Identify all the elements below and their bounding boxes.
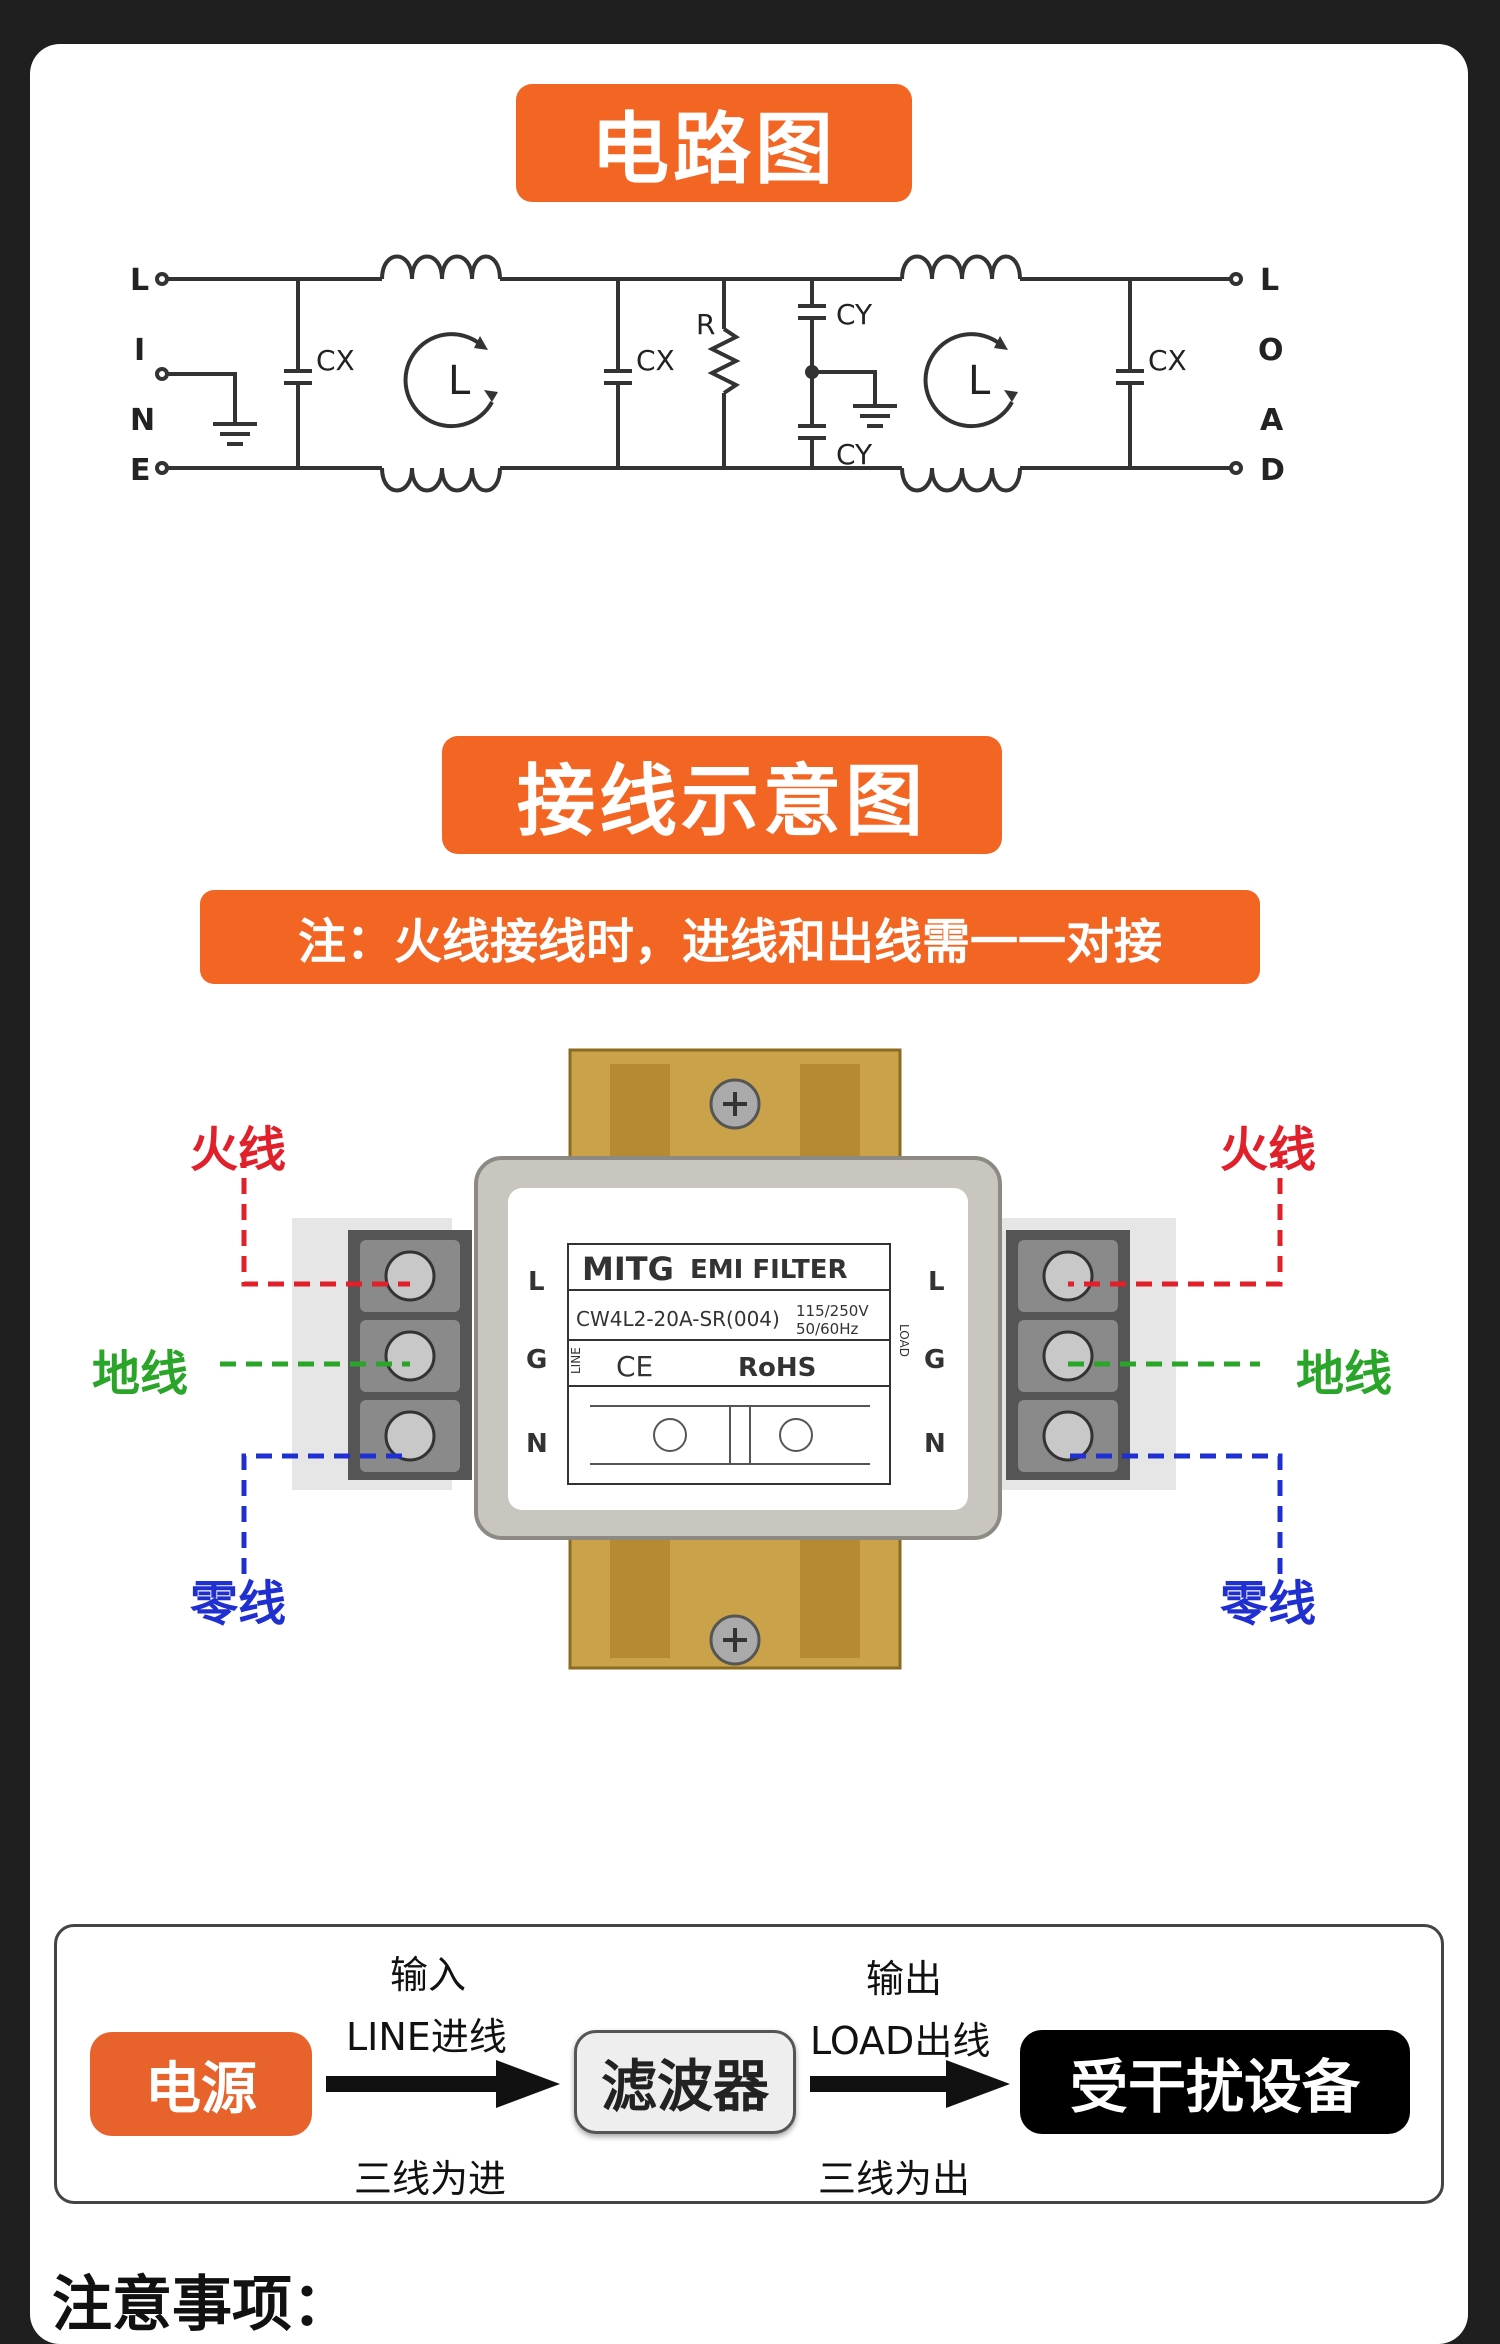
cy-label-bottom: CY — [836, 438, 873, 471]
load-letter-D: D — [1260, 453, 1285, 488]
flow-arrows — [326, 2060, 1010, 2108]
right-neutral-wire — [1068, 1453, 1283, 1574]
right-terminal-N: N — [924, 1429, 946, 1459]
freq-label: 50/60Hz — [796, 1320, 859, 1338]
live-label-right: 火线 — [1220, 1122, 1317, 1178]
notes-heading: 注意事项： — [52, 2270, 352, 2340]
output-load-label: LOAD出线 — [810, 2019, 991, 2063]
input-label: 输入 — [390, 1953, 467, 1997]
line-letter-I: I — [134, 333, 145, 368]
ground-label-right: 地线 — [1296, 1346, 1393, 1402]
type-label: EMI FILTER — [690, 1255, 848, 1285]
cx-label-2: CX — [636, 344, 675, 377]
left-neutral-wire — [241, 1453, 410, 1574]
input-three-wire-label: 三线为进 — [354, 2157, 507, 2201]
circuit-diagram: L I N E L O A D CX CX CX R CY CY L L — [130, 254, 1285, 493]
circuit-diagram-title: 电路图 — [516, 84, 912, 202]
brand-label: MITG — [582, 1250, 674, 1288]
load-letter-O: O — [1258, 333, 1284, 368]
right-terminal-block — [1006, 1230, 1130, 1480]
wiring-diagram-title: 接线示意图 — [442, 736, 1002, 854]
cx-label-3: CX — [1148, 344, 1187, 377]
voltage-label: 115/250V — [796, 1302, 869, 1320]
ce-mark: CE — [616, 1350, 653, 1383]
right-live-wire — [1068, 1152, 1283, 1287]
left-terminal-N: N — [526, 1429, 548, 1459]
right-terminal-L: L — [928, 1267, 945, 1297]
flow-diagram-box — [54, 1924, 1444, 2204]
line-letter-N: N — [130, 403, 155, 438]
rohs-mark: RoHS — [738, 1353, 816, 1383]
filter-illustration: MITG EMI FILTER CW4L2-20A-SR(004) 115/25… — [220, 1048, 1283, 1670]
filter-box: 滤波器 — [574, 2030, 796, 2134]
load-tag: LOAD — [897, 1324, 911, 1357]
left-terminal-L: L — [528, 1267, 545, 1297]
line-letter-L: L — [130, 263, 149, 298]
power-source-box: 电源 — [90, 2032, 312, 2136]
ground-label-left: 地线 — [92, 1346, 189, 1402]
content-card: 电路图 — [30, 44, 1468, 2344]
inductor-label-2: L — [968, 358, 991, 404]
load-letter-L: L — [1260, 263, 1279, 298]
left-terminal-G: G — [526, 1345, 547, 1375]
live-label-left: 火线 — [190, 1122, 287, 1178]
output-label: 输出 — [866, 1957, 943, 2001]
output-three-wire-label: 三线为出 — [818, 2157, 971, 2201]
wiring-note-banner: 注：火线接线时，进线和出线需一一对接 — [200, 890, 1260, 984]
r-label: R — [696, 308, 715, 341]
model-label: CW4L2-20A-SR(004) — [576, 1307, 780, 1331]
disturbed-device-box: 受干扰设备 — [1020, 2030, 1410, 2134]
left-live-wire — [241, 1152, 410, 1287]
neutral-label-left: 零线 — [190, 1576, 287, 1632]
neutral-label-right: 零线 — [1220, 1576, 1317, 1632]
line-tag: LINE — [569, 1347, 583, 1374]
load-letter-A: A — [1260, 403, 1284, 438]
cy-label-top: CY — [836, 298, 873, 331]
cx-label-1: CX — [316, 344, 355, 377]
right-terminal-G: G — [924, 1345, 945, 1375]
inductor-label-1: L — [448, 358, 471, 404]
line-letter-E: E — [130, 453, 151, 488]
input-line-label: LINE进线 — [346, 2015, 507, 2059]
left-terminal-block — [348, 1230, 472, 1480]
